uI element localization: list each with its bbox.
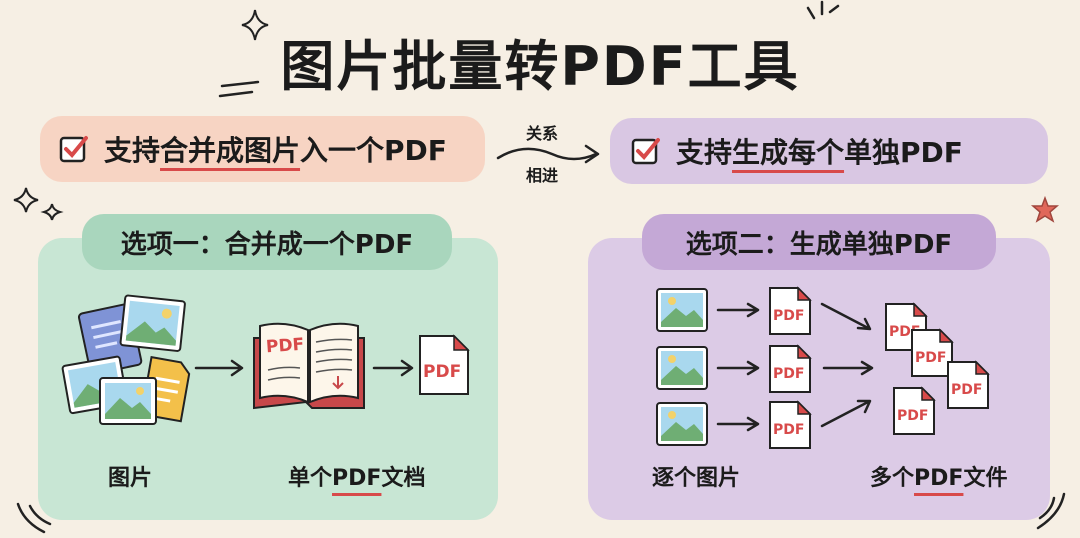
open-book-icon: [253, 322, 365, 410]
photo-icon: [656, 288, 708, 332]
pdf-file-icon: PDF: [910, 328, 954, 378]
sparkle-icon: [241, 9, 269, 41]
relation-label-bottom: 相进: [526, 166, 559, 185]
caption-multiple-pdf-b: PDF: [914, 466, 964, 491]
feature-separate-prefix: 支持: [676, 136, 733, 169]
caption-single-pdf-a: 单个: [288, 466, 333, 491]
pdf-file-icon: PDF: [892, 386, 936, 436]
pdf-file-icon: PDF: [418, 334, 470, 396]
feature-separate-emphasis: 生成每个: [732, 136, 845, 169]
corner-lines-icon: [1036, 492, 1066, 530]
pdf-file-label: PDF: [915, 350, 947, 366]
pdf-file-icon: PDF: [768, 344, 812, 394]
feature-merge-pill: 支持合并成图片入一个PDF: [40, 116, 485, 182]
arrow-right-icon: [716, 302, 760, 318]
emphasis-lines-icon: [806, 0, 840, 20]
feature-merge-emphasis: 合并成图片: [160, 134, 301, 167]
caption-multiple-pdf: 多个PDF文件: [870, 460, 1007, 492]
photo-icon: [656, 402, 708, 446]
pdf-file-label: PDF: [773, 422, 805, 438]
feature-merge-suffix: 入一个PDF: [300, 134, 447, 167]
option1-label: 选项一：合并成一个PDF: [82, 214, 452, 270]
arrow-right-icon: [822, 360, 874, 376]
arrow-diagonal-icon: [820, 399, 872, 428]
feature-separate-suffix: 单独PDF: [844, 136, 963, 169]
pdf-file-icon: PDF: [946, 360, 990, 410]
arrow-right-icon: [716, 416, 760, 432]
sparkle-icon: [13, 187, 64, 221]
caption-single-pdf-b: PDF: [332, 466, 382, 491]
image-stack-icon: [61, 294, 191, 425]
corner-lines-icon: [16, 502, 52, 534]
arrow-right-icon: [372, 359, 414, 377]
book-pdf-label: PDF: [265, 334, 305, 358]
pdf-file-label: PDF: [951, 382, 983, 398]
caption-images: 图片: [108, 466, 153, 491]
arrow-diagonal-icon: [820, 302, 872, 331]
arrow-right-icon: [194, 359, 244, 377]
caption-multiple-pdf-a: 多个: [870, 466, 915, 491]
relation-arrow-icon: [496, 144, 600, 164]
option2-label: 选项二：生成单独PDF: [642, 214, 996, 270]
feature-merge-prefix: 支持: [104, 134, 161, 167]
pdf-file-label: PDF: [423, 362, 462, 382]
decorative-lines-icon: [218, 80, 260, 98]
checkbox-checked-icon: [59, 136, 88, 163]
checkbox-checked-icon: [631, 138, 660, 165]
star-icon: [1030, 195, 1060, 223]
arrow-right-icon: [716, 360, 760, 376]
caption-single-pdf-c: 文档: [381, 466, 426, 491]
caption-multiple-pdf-c: 文件: [963, 466, 1008, 491]
caption-single-pdf: 单个PDF文档: [288, 460, 425, 492]
pdf-file-icon: PDF: [768, 286, 812, 336]
feature-separate-pill: 支持生成每个单独PDF: [610, 118, 1048, 184]
page-title: 图片批量转PDF工具: [280, 35, 800, 98]
pdf-file-label: PDF: [773, 366, 805, 382]
relation-label-top: 关系: [526, 124, 559, 143]
photo-icon: [656, 346, 708, 390]
caption-each-image: 逐个图片: [652, 466, 741, 491]
pdf-file-icon: PDF: [768, 400, 812, 450]
pdf-file-label: PDF: [773, 308, 805, 324]
pdf-file-label: PDF: [897, 408, 929, 424]
